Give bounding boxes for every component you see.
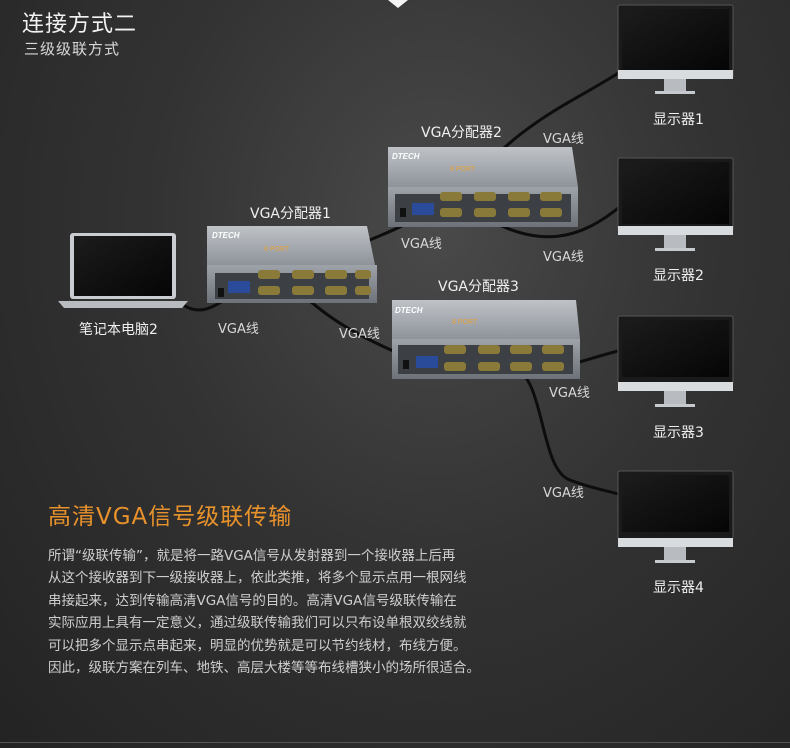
cable-label: VGA线 [339, 327, 380, 342]
splitter-3-label: VGA分配器3 [438, 279, 519, 295]
bottom-divider [0, 742, 790, 743]
cable-splitter3-monitor4 [513, 366, 624, 497]
splitter-3-device [392, 300, 580, 379]
monitor-4-label: 显示器4 [653, 580, 704, 596]
splitter-1-label: VGA分配器1 [250, 206, 331, 222]
splitter-2-port: 8 PORT [450, 166, 476, 173]
splitter-3-brand: DTECH [395, 306, 423, 315]
monitor-2-icon [617, 157, 734, 251]
cable-label: VGA线 [543, 132, 584, 147]
laptop-icon [58, 233, 188, 308]
splitter-1-brand: DTECH [212, 231, 240, 240]
monitor-2-label: 显示器2 [653, 268, 704, 284]
feature-description: 所谓“级联传输”，就是将一路VGA信号从发射器到一个接收器上后再 从这个接收器到… [48, 545, 568, 679]
splitter-2-brand: DTECH [392, 152, 420, 161]
feature-line: 串接起来，达到传输高清VGA信号的目的。高清VGA信号级联传输在 [48, 592, 457, 609]
feature-line: 因此，级联方案在列车、地铁、高层大楼等等布线槽狭小的场所很适合。 [48, 660, 480, 677]
monitor-4-icon [617, 470, 734, 563]
page-subtitle: 三级级联方式 [24, 40, 121, 58]
cable-label: VGA线 [543, 486, 584, 501]
top-notch [388, 0, 408, 8]
monitor-3-icon [617, 315, 734, 407]
monitor-1-icon [617, 4, 734, 94]
feature-title: 高清VGA信号级联传输 [48, 504, 293, 530]
laptop-label: 笔记本电脑2 [79, 322, 158, 338]
monitor-3-label: 显示器3 [653, 425, 704, 441]
splitter-1-port: 8 PORT [264, 246, 290, 253]
cable-label: VGA线 [401, 237, 442, 252]
feature-line: 实际应用上具有一定意义，通过级联传输我们可以只布设单根双绞线就 [48, 615, 467, 632]
splitter-1-device [207, 226, 377, 303]
cable-label: VGA线 [543, 250, 584, 265]
page-title: 连接方式二 [22, 12, 138, 37]
feature-line: 从这个接收器到下一级接收器上，依此类推，将多个显示点用一根网线 [48, 570, 467, 587]
monitor-1-label: 显示器1 [653, 112, 704, 128]
splitter-2-device [388, 147, 578, 227]
splitter-2-label: VGA分配器2 [421, 125, 502, 141]
feature-line: 所谓“级联传输”，就是将一路VGA信号从发射器到一个接收器上后再 [48, 548, 456, 564]
cable-label: VGA线 [218, 322, 259, 337]
feature-line: 可以把多个显示点串起来，明显的优势就是可以节约线材，布线方便。 [48, 637, 467, 654]
cable-label: VGA线 [549, 386, 590, 401]
splitter-3-port: 8 PORT [452, 319, 478, 326]
